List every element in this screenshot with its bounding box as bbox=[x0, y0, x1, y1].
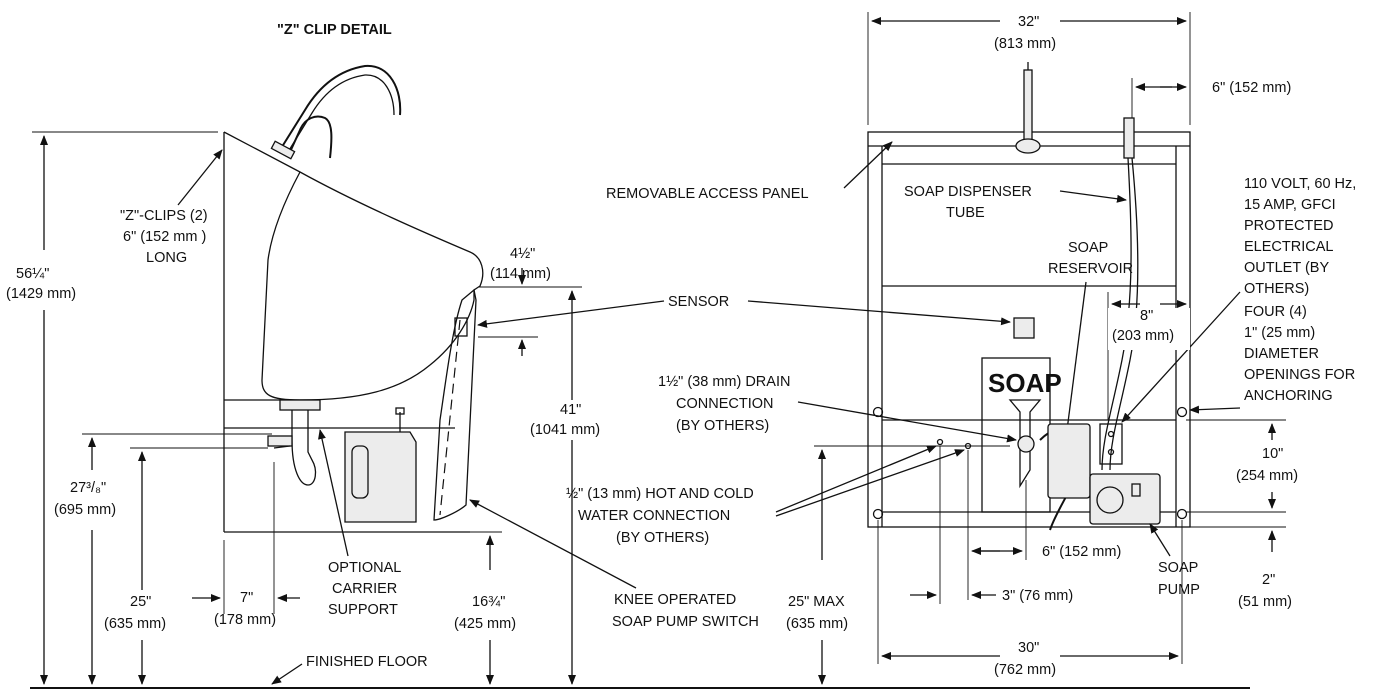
carrier-line1: OPTIONAL bbox=[328, 560, 401, 576]
dim-6mid-label: 6" (152 mm) bbox=[1042, 544, 1121, 560]
drain-line1: 1½" (38 mm) DRAIN bbox=[658, 374, 790, 390]
finished-floor-label: FINISHED FLOOR bbox=[306, 654, 428, 670]
water-line3: (BY OTHERS) bbox=[616, 530, 709, 546]
dim-3-label: 3" (76 mm) bbox=[1002, 588, 1073, 604]
sensor-window bbox=[454, 317, 468, 337]
dim-56-mm: (1429 mm) bbox=[6, 286, 76, 302]
dim-41-value: 41" bbox=[560, 402, 581, 418]
sensor-front bbox=[1013, 317, 1035, 339]
dim-16-value: 16¾" bbox=[472, 594, 505, 610]
front-view: 32" (813 mm) 6" (152 mm) REMOVABLE ACCES… bbox=[477, 12, 1356, 685]
trap-outlet bbox=[267, 435, 293, 447]
water-line1: ½" (13 mm) HOT AND COLD bbox=[566, 486, 754, 502]
dim-25-mm: (635 mm) bbox=[104, 616, 166, 632]
z-clips-line1: "Z"-CLIPS (2) bbox=[120, 208, 208, 224]
dim-30-value: 30" bbox=[1018, 640, 1039, 656]
openings-line1: FOUR (4) bbox=[1244, 304, 1307, 320]
dim-8-value: 8" bbox=[1140, 308, 1153, 324]
side-view: "Z" CLIP DETAIL 5 bbox=[6, 22, 1250, 689]
faucet-low bbox=[289, 115, 333, 159]
soap-pump-line2: PUMP bbox=[1158, 582, 1200, 598]
anchor-hole-bl bbox=[872, 508, 884, 520]
water-line2: WATER CONNECTION bbox=[578, 508, 730, 524]
dim-4half-mm: (114 mm) bbox=[490, 266, 551, 282]
basin-inner bbox=[261, 171, 301, 401]
dim-25-value: 25" bbox=[130, 594, 151, 610]
dim-16-mm: (425 mm) bbox=[454, 616, 516, 632]
soap-sign-text: SOAP bbox=[988, 368, 1062, 398]
dim-8-mm: (203 mm) bbox=[1112, 328, 1174, 344]
anchor-hole-br bbox=[1176, 508, 1188, 520]
dim-7-mm: (178 mm) bbox=[214, 612, 276, 628]
dispenser-tube-line2: TUBE bbox=[946, 205, 985, 221]
dim-32-mm: (813 mm) bbox=[994, 36, 1056, 52]
dim-6top-label: 6" (152 mm) bbox=[1212, 80, 1291, 96]
reservoir-line1: SOAP bbox=[1068, 240, 1108, 256]
openings-line2: 1" (25 mm) bbox=[1244, 325, 1315, 341]
soap-reservoir-side bbox=[344, 431, 417, 523]
drain-fitting bbox=[1017, 435, 1035, 453]
drain-body bbox=[1008, 399, 1042, 489]
dim-30-mm: (762 mm) bbox=[994, 662, 1056, 678]
soap-tube-top bbox=[1123, 117, 1135, 159]
dim-10-value: 10" bbox=[1262, 446, 1283, 462]
faucet-front-stem bbox=[1023, 69, 1033, 143]
reservoir-line2: RESERVOIR bbox=[1048, 261, 1133, 277]
z-clips-line2: 6" (152 mm ) bbox=[123, 229, 206, 245]
dim-7-value: 7" bbox=[240, 590, 253, 606]
dispenser-tube-line1: SOAP DISPENSER bbox=[904, 184, 1032, 200]
faucet-high-inner bbox=[287, 74, 395, 153]
dim-10-mm: (254 mm) bbox=[1236, 468, 1298, 484]
soap-pump-line1: SOAP bbox=[1158, 560, 1198, 576]
carrier-line3: SUPPORT bbox=[328, 602, 398, 618]
dim-56-value: 56¼" bbox=[16, 266, 49, 282]
basin-body bbox=[223, 131, 484, 401]
dim-2-value: 2" bbox=[1262, 572, 1275, 588]
drawing-title: "Z" CLIP DETAIL bbox=[277, 22, 392, 38]
carrier-line2: CARRIER bbox=[332, 581, 397, 597]
carrier-dash bbox=[439, 319, 461, 516]
outlet-line2: 15 AMP, GFCI bbox=[1244, 197, 1336, 213]
dim-25max-mm: (635 mm) bbox=[786, 616, 848, 632]
drain-line2: CONNECTION bbox=[676, 396, 773, 412]
dim-25max-value: 25" MAX bbox=[788, 594, 845, 610]
z-clips-line3: LONG bbox=[146, 250, 187, 266]
knee-switch-line1: KNEE OPERATED bbox=[614, 592, 736, 608]
openings-line4: OPENINGS FOR bbox=[1244, 367, 1355, 383]
dim-4half-value: 4½" bbox=[510, 246, 535, 262]
sensor-label: SENSOR bbox=[668, 294, 729, 310]
access-panel-label: REMOVABLE ACCESS PANEL bbox=[606, 186, 809, 202]
outlet-line3: PROTECTED bbox=[1244, 218, 1333, 234]
openings-line3: DIAMETER bbox=[1244, 346, 1319, 362]
outlet-front bbox=[1099, 423, 1123, 465]
p-trap bbox=[291, 410, 317, 486]
pump-dial bbox=[1096, 486, 1124, 514]
dim-32-value: 32" bbox=[1018, 14, 1039, 30]
front-apron bbox=[433, 288, 477, 521]
reservoir-window bbox=[351, 445, 369, 499]
faucet-high bbox=[279, 64, 402, 151]
outlet-line6: OTHERS) bbox=[1244, 281, 1309, 297]
faucet-front-base bbox=[1015, 138, 1041, 154]
drain-line3: (BY OTHERS) bbox=[676, 418, 769, 434]
dim-41-mm: (1041 mm) bbox=[530, 422, 600, 438]
dim-27-mm: (695 mm) bbox=[54, 502, 116, 518]
faucet-base bbox=[270, 140, 296, 160]
knee-switch-line2: SOAP PUMP SWITCH bbox=[612, 614, 759, 630]
openings-line5: ANCHORING bbox=[1244, 388, 1333, 404]
reservoir-front bbox=[1047, 423, 1091, 499]
anchor-hole-tr bbox=[1176, 406, 1188, 418]
outlet-line5: OUTLET (BY bbox=[1244, 260, 1329, 276]
outlet-line1: 110 VOLT, 60 Hz, bbox=[1244, 176, 1356, 192]
outlet-line4: ELECTRICAL bbox=[1244, 239, 1333, 255]
dim-2-mm: (51 mm) bbox=[1238, 594, 1292, 610]
drain-flange bbox=[279, 399, 321, 411]
dim-27-value: 27³/₈" bbox=[70, 480, 106, 496]
pump-box bbox=[1089, 473, 1161, 525]
